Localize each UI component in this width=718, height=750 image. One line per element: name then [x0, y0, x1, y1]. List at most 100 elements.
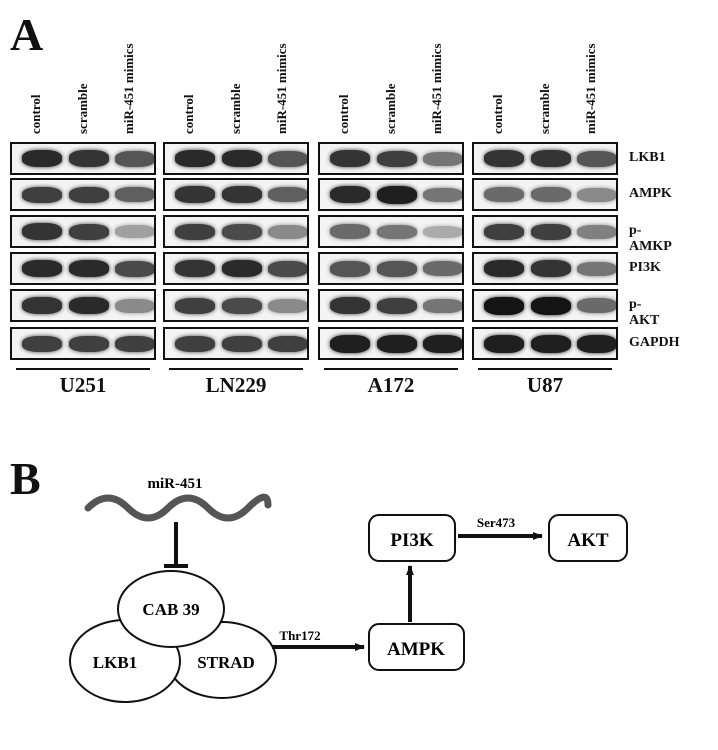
- blot-row: [163, 215, 309, 248]
- band: [22, 186, 62, 203]
- band: [423, 298, 462, 313]
- band: [330, 150, 370, 167]
- band: [531, 296, 571, 315]
- band: [222, 260, 262, 277]
- ampk-box: [368, 623, 465, 671]
- band: [69, 186, 109, 203]
- band: [69, 335, 109, 352]
- strad-label: STRAD: [197, 653, 255, 672]
- band: [22, 260, 62, 277]
- band: [69, 297, 109, 314]
- pi3k-box: [368, 514, 456, 562]
- ser473-label: Ser473: [477, 515, 516, 530]
- band: [175, 335, 215, 352]
- panel-a-label: A: [10, 9, 44, 60]
- band: [175, 150, 215, 167]
- band: [577, 224, 616, 239]
- band: [330, 224, 370, 239]
- cab39-ellipse: [117, 570, 225, 648]
- band: [423, 151, 462, 166]
- blot-row: [472, 178, 618, 211]
- band: [531, 223, 571, 240]
- blot-row: [163, 142, 309, 175]
- blot-row: [472, 252, 618, 285]
- band: [484, 223, 524, 240]
- band: [484, 296, 524, 315]
- blot-row: [318, 327, 464, 360]
- band: [531, 260, 571, 277]
- band: [175, 297, 215, 314]
- band: [484, 187, 524, 202]
- band: [577, 261, 616, 276]
- band: [531, 334, 571, 353]
- band: [69, 260, 109, 277]
- lkb1-complex-label: LKB1: [93, 653, 137, 672]
- blot-row: [318, 178, 464, 211]
- band: [268, 298, 307, 313]
- cell-line-underline: [169, 368, 303, 370]
- cell-line-underline: [16, 368, 150, 370]
- band: [69, 223, 109, 240]
- band: [175, 223, 215, 240]
- thr172-label: Thr172: [279, 628, 320, 643]
- band: [22, 297, 62, 314]
- band: [115, 187, 154, 202]
- band: [577, 150, 616, 167]
- band: [22, 223, 62, 240]
- band: [115, 335, 154, 352]
- cell-line-underline: [478, 368, 612, 370]
- band: [330, 260, 370, 277]
- cell-line-underline: [324, 368, 458, 370]
- band: [69, 150, 109, 167]
- band: [222, 297, 262, 314]
- band: [577, 334, 616, 353]
- band: [222, 186, 262, 203]
- band: [175, 260, 215, 277]
- akt-label: AKT: [567, 530, 609, 551]
- band: [484, 150, 524, 167]
- blot-row: [472, 327, 618, 360]
- protein-label: p-AKT: [629, 297, 660, 328]
- blot-row: [10, 252, 156, 285]
- mirna-label: miR-451: [148, 476, 203, 492]
- cell-line-label: A172: [367, 373, 415, 397]
- blot-row: [318, 215, 464, 248]
- band: [484, 334, 524, 353]
- blot-row: [10, 142, 156, 175]
- band: [423, 225, 462, 238]
- band: [222, 335, 262, 352]
- blot-row: [472, 142, 618, 175]
- band: [115, 225, 154, 238]
- band: [222, 223, 262, 240]
- band: [268, 260, 307, 277]
- band: [377, 185, 417, 204]
- band: [484, 260, 524, 277]
- pi3k-label: PI3K: [390, 530, 434, 551]
- cell-line-label: U87: [526, 373, 564, 397]
- band: [531, 150, 571, 167]
- blot-row: [10, 289, 156, 322]
- band: [268, 187, 307, 202]
- band: [423, 261, 462, 276]
- band: [268, 335, 307, 352]
- protein-label: AMPK: [629, 186, 672, 201]
- band: [377, 150, 417, 167]
- akt-box: [548, 514, 628, 562]
- blot-row: [472, 215, 618, 248]
- protein-label: GAPDH: [629, 335, 680, 350]
- band: [377, 260, 417, 277]
- band: [115, 260, 154, 277]
- ampk-label: AMPK: [387, 639, 445, 660]
- band: [22, 150, 62, 167]
- band: [268, 150, 307, 167]
- band: [175, 186, 215, 203]
- blot-row: [318, 142, 464, 175]
- band: [531, 187, 571, 202]
- band: [423, 334, 462, 353]
- cell-line-label: LN229: [205, 373, 267, 397]
- band: [268, 224, 307, 239]
- blot-row: [472, 289, 618, 322]
- panel-b-label: B: [10, 453, 41, 504]
- blot-row: [163, 327, 309, 360]
